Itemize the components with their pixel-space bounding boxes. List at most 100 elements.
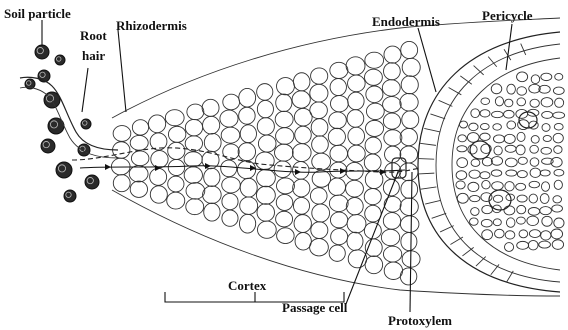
cortex-cell: [223, 94, 240, 110]
cortex-cell: [400, 146, 418, 163]
stele-cell: [493, 124, 502, 130]
stele-cell: [541, 147, 552, 154]
stele-cell: [517, 98, 526, 106]
cortex-cell: [401, 233, 417, 251]
cortex-cell: [364, 189, 381, 205]
cortex-cell: [310, 188, 327, 204]
cortex-cell: [223, 144, 240, 160]
cortex-cell: [384, 46, 401, 63]
stele-cell: [495, 97, 503, 106]
stele-cell: [517, 171, 527, 178]
endodermis-cell-wall: [507, 271, 514, 282]
stele-cell: [457, 146, 467, 152]
cortex-cell: [365, 120, 383, 136]
endodermis-cell-wall: [425, 200, 440, 204]
cortex-cell: [165, 110, 184, 126]
cortex-cell: [168, 126, 185, 142]
cortex-cell: [383, 213, 400, 230]
endodermis-cell-wall: [439, 100, 453, 106]
stele-cell: [553, 133, 563, 143]
stele-cell: [481, 98, 490, 105]
cortex-cell: [187, 104, 204, 120]
cortex-cell: [330, 79, 346, 96]
flow-arrowhead: [105, 164, 111, 170]
label-pericycle: Pericycle: [482, 8, 533, 23]
cortex-cell: [276, 211, 293, 227]
stele-cell: [493, 195, 502, 202]
cortex-cell: [221, 127, 240, 143]
cortex-cell: [331, 229, 348, 245]
cortex-cell: [384, 262, 402, 279]
stele-cell: [517, 241, 529, 249]
passage-cell-leader: [346, 172, 398, 304]
stele-cell: [540, 170, 550, 176]
stele-cell: [554, 180, 562, 189]
cortex-cell: [365, 256, 383, 274]
cortex-cell: [203, 186, 222, 204]
stele-cell: [518, 157, 527, 164]
endodermis-cell-wall: [450, 237, 463, 244]
cortex-cell: [310, 239, 329, 256]
stele-cell: [552, 240, 563, 250]
stele-cell: [504, 243, 513, 252]
endodermis-cell-wall: [476, 257, 486, 266]
cortex-cell: [239, 88, 256, 107]
flow-arrowhead: [340, 168, 346, 174]
cortex-cell: [276, 94, 292, 112]
cortex-cells: [111, 41, 420, 285]
cortex-cell: [400, 198, 418, 216]
stele-cell: [480, 110, 490, 117]
stele-cell: [527, 216, 539, 225]
endodermis-cell-wall: [449, 88, 462, 95]
cortex-cell: [330, 62, 348, 78]
cortex-cell: [222, 193, 238, 209]
stele-cell: [529, 230, 540, 238]
stele-cell: [482, 180, 490, 189]
endodermis-ring-inner: [436, 44, 560, 282]
cortex-cell: [256, 186, 275, 204]
stele-cell: [555, 98, 564, 107]
cortex-cell: [381, 229, 399, 245]
stele-cell: [505, 99, 513, 107]
cortex-cell: [186, 199, 204, 215]
cortex-cell: [384, 63, 401, 80]
stele-cell: [469, 170, 480, 178]
cortex-cell: [132, 120, 148, 135]
stele-cell: [551, 229, 563, 239]
label-endodermis: Endodermis: [372, 14, 440, 29]
cortex-cell: [277, 78, 295, 95]
stele-cell: [542, 124, 550, 132]
stele-cell: [553, 112, 565, 118]
cortex-cell: [274, 161, 291, 178]
label-cortex: Cortex: [228, 278, 267, 293]
stele-cell: [517, 72, 528, 82]
cortex-cell: [382, 80, 400, 96]
stele-cell: [519, 230, 528, 238]
stele-cell: [528, 240, 538, 250]
cortex-cell: [204, 168, 220, 186]
cortex-cell: [401, 76, 418, 94]
cortex-cell: [150, 133, 167, 150]
cortex-cell: [401, 180, 418, 198]
cortex-cell: [129, 166, 148, 182]
stele-cell: [528, 208, 540, 216]
cortex-cell: [275, 144, 294, 161]
label-root-hair-1: Root: [80, 28, 107, 43]
stele-cell: [457, 193, 468, 203]
stele-cell: [505, 158, 517, 167]
stele-cell: [491, 111, 503, 117]
cortex-cell: [347, 215, 366, 233]
cortex-cell: [366, 86, 383, 103]
cortex-cell: [293, 73, 310, 91]
stele-cell: [516, 145, 525, 155]
cortex-cell: [365, 205, 381, 222]
flow-arrowhead: [295, 169, 301, 175]
endodermis-cell-wall: [440, 226, 454, 232]
stele-cell: [530, 99, 539, 107]
cortex-cell: [292, 91, 310, 108]
cortex-cell: [240, 125, 256, 143]
endodermis-cell-wall: [462, 247, 473, 256]
cortex-cell: [328, 178, 345, 195]
stele-cell: [505, 231, 515, 239]
